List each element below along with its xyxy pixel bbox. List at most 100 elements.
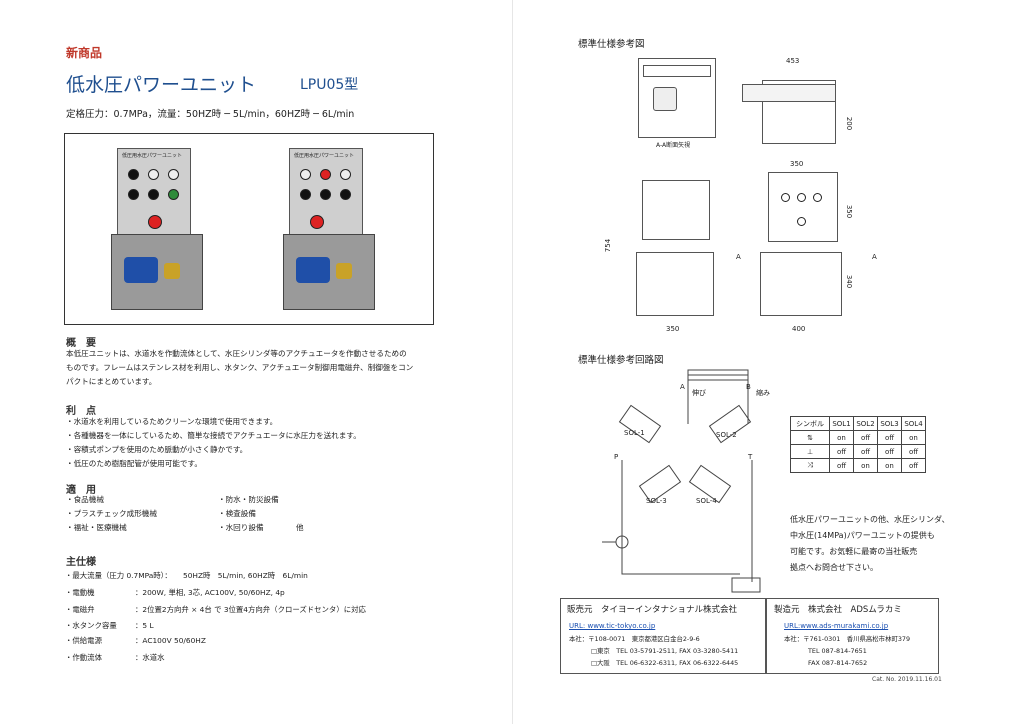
valve-sol2-icon xyxy=(708,404,752,444)
table-row: ⇅ on off off on xyxy=(790,430,926,445)
motor-icon xyxy=(653,87,677,111)
dim-base-front: 350 xyxy=(666,325,680,333)
spec-row: ・作動流体：水道水 xyxy=(65,653,165,662)
emergency-stop-icon xyxy=(148,215,162,229)
panel-button-icon xyxy=(300,169,311,180)
side-lower-drawing xyxy=(760,252,842,316)
valve-symbol-icon: ⤨ xyxy=(790,458,830,473)
spec-row: ・電動機：200W, 単相, 3芯, AC100V, 50/60HZ, 4p xyxy=(65,588,285,597)
dim-side-width: 350 xyxy=(790,160,804,168)
maker-address: 本社：〒761-0301 香川県高松市林町379 TEL 087-814-765… xyxy=(784,635,911,667)
merit-item: ・水道水を利用しているためクリーンな環境で使用できます。 xyxy=(66,417,278,426)
applications-heading: 適 用 xyxy=(66,485,96,496)
sol3-label: SOL-3 xyxy=(646,497,667,505)
dim-top-height: 200 xyxy=(845,116,854,131)
valve-block-icon xyxy=(643,65,711,77)
tank-frame-2 xyxy=(283,234,375,310)
panel-button-icon xyxy=(300,189,311,200)
specs-heading: 主仕様 xyxy=(66,557,96,568)
table-header-cell: SOL1 xyxy=(829,416,854,431)
seller-url-link[interactable]: URL: www.tic-tokyo.co.jp xyxy=(569,622,656,630)
maker-heading: 製造元 株式会社 ADSムラカミ xyxy=(774,605,902,615)
panel-button-icon xyxy=(320,169,331,180)
merit-item: ・低圧のため樹脂配管が使用可能です。 xyxy=(66,459,202,468)
dim-base-side: 400 xyxy=(792,325,806,333)
maker-url-link[interactable]: URL:www.ads-murakami.co.jp xyxy=(784,622,889,630)
new-product-tag: 新商品 xyxy=(66,46,103,60)
hydraulic-circuit-diagram xyxy=(602,369,761,593)
seller-heading: 販売元 タイヨーインタナショナル株式会社 xyxy=(567,605,738,615)
merit-item: ・容積式ポンプを使用のため脈動が小さく静かです。 xyxy=(66,445,248,454)
section-label: A-A断面矢視 xyxy=(656,142,691,149)
dim-front-height: 754 xyxy=(604,238,613,253)
application-item: ・検査設備 xyxy=(218,509,256,518)
port-a-label: A xyxy=(680,383,685,391)
drawing-title: 標準仕様参考図 xyxy=(578,39,645,50)
motor-icon xyxy=(124,257,158,283)
panel-button-icon xyxy=(813,193,822,202)
applications-col2: ・防水・防災設備 ・検査設備 ・水回り設備 xyxy=(218,493,279,535)
valve-symbol-icon: ⇅ xyxy=(790,430,830,445)
panel-button-icon xyxy=(781,193,790,202)
extend-label: 伸び xyxy=(692,389,706,397)
table-header-cell: SOL4 xyxy=(901,416,926,431)
panel-button-icon xyxy=(797,193,806,202)
applications-col1: ・食品機械 ・プラスチェック成形機械 ・福祉・医療機械 xyxy=(66,493,157,535)
retract-label: 縮み xyxy=(756,389,770,397)
control-box-1: 低圧用水圧パワーユニット xyxy=(117,148,191,236)
spec-row: ・電磁弁：2位置2方向弁 × 4台 で 3位置4方向弁（クローズドセンタ）に対応 xyxy=(65,605,366,614)
sol4-label: SOL-4 xyxy=(696,497,717,505)
applications-other: 他 xyxy=(296,523,304,532)
overview-heading: 概 要 xyxy=(66,338,96,349)
port-t-label: T xyxy=(748,453,753,461)
spec-row: ・水タンク容量：5 L xyxy=(65,621,154,630)
application-item: ・水回り設備 xyxy=(218,523,264,532)
tank-frame-1 xyxy=(111,234,203,310)
table-row: ⊥ off off off off xyxy=(790,444,926,459)
dim-top-width: 453 xyxy=(786,57,800,65)
valve-icon xyxy=(336,263,352,279)
valve-symbol-icon: ⊥ xyxy=(790,444,830,459)
table-header-cell: シンボル xyxy=(790,416,830,431)
panel-button-icon xyxy=(340,169,351,180)
table-row: ⤨ off on on off xyxy=(790,458,926,473)
valve-sol3-icon xyxy=(638,464,682,504)
application-item: ・食品機械 xyxy=(66,495,104,504)
front-lower-drawing xyxy=(636,252,714,316)
valve-sol4-icon xyxy=(688,464,732,504)
table-header-cell: SOL2 xyxy=(853,416,878,431)
rating-line: 定格圧力：0.7MPa，流量：50HZ時 ─ 5L/min，60HZ時 ─ 6L… xyxy=(66,109,355,120)
circuit-title: 標準仕様参考回路図 xyxy=(578,355,664,366)
overview-line: 本低圧ユニットは、水道水を作動流体として、水圧シリンダ等のアクチュエータを作動さ… xyxy=(66,349,407,358)
seller-address: 本社：〒108-0071 東京都港区白金台2-9-6 □東京 TEL 03-57… xyxy=(569,635,739,667)
emergency-stop-icon xyxy=(310,215,324,229)
control-box-2: 低圧用水圧パワーユニット xyxy=(289,148,363,236)
valve-sol1-icon xyxy=(618,404,662,444)
spec-row: ・供給電源：AC100V 50/60HZ xyxy=(65,636,206,645)
section-arrow-a: A xyxy=(736,253,741,261)
application-item: ・防水・防災設備 xyxy=(218,495,279,504)
photo-label-2: 低圧用水圧パワーユニット xyxy=(294,153,355,159)
application-item: ・福祉・医療機械 xyxy=(66,523,127,532)
product-title: 低水圧パワーユニット xyxy=(66,74,257,96)
port-b-label: B xyxy=(746,383,751,391)
merits-heading: 利 点 xyxy=(66,406,96,417)
tank-icon xyxy=(731,577,761,593)
panel-button-icon xyxy=(797,217,806,226)
top-view-box-drawing xyxy=(762,80,836,144)
table-header-row: シンボル SOL1 SOL2 SOL3 SOL4 xyxy=(790,416,926,431)
catalog-number: Cat. No. 2019.11.16.01 xyxy=(872,676,942,683)
panel-button-icon xyxy=(168,169,179,180)
panel-button-icon xyxy=(128,169,139,180)
front-upper-drawing xyxy=(642,180,710,240)
seller-box: 販売元 タイヨーインタナショナル株式会社 URL: www.tic-tokyo.… xyxy=(560,598,767,674)
valve-icon xyxy=(164,263,180,279)
motor-icon xyxy=(296,257,330,283)
overview-line: ものです。フレームはステンレス材を利用し、水タンク、アクチュエータ制御用電磁弁、… xyxy=(66,363,414,372)
solenoid-table: シンボル SOL1 SOL2 SOL3 SOL4 ⇅ on off off on… xyxy=(790,416,926,473)
dim-side-top: 350 xyxy=(845,204,854,219)
dim-side-lower: 340 xyxy=(845,274,854,289)
product-photo-frame: 低圧用水圧パワーユニット 低圧用水圧パワーユニット xyxy=(64,133,434,325)
model-number: LPU05型 xyxy=(300,77,359,93)
spec-row: ・最大流量（圧力 0.7MPa時）：50HZ時 5L/min, 60HZ時 6L… xyxy=(65,571,308,580)
